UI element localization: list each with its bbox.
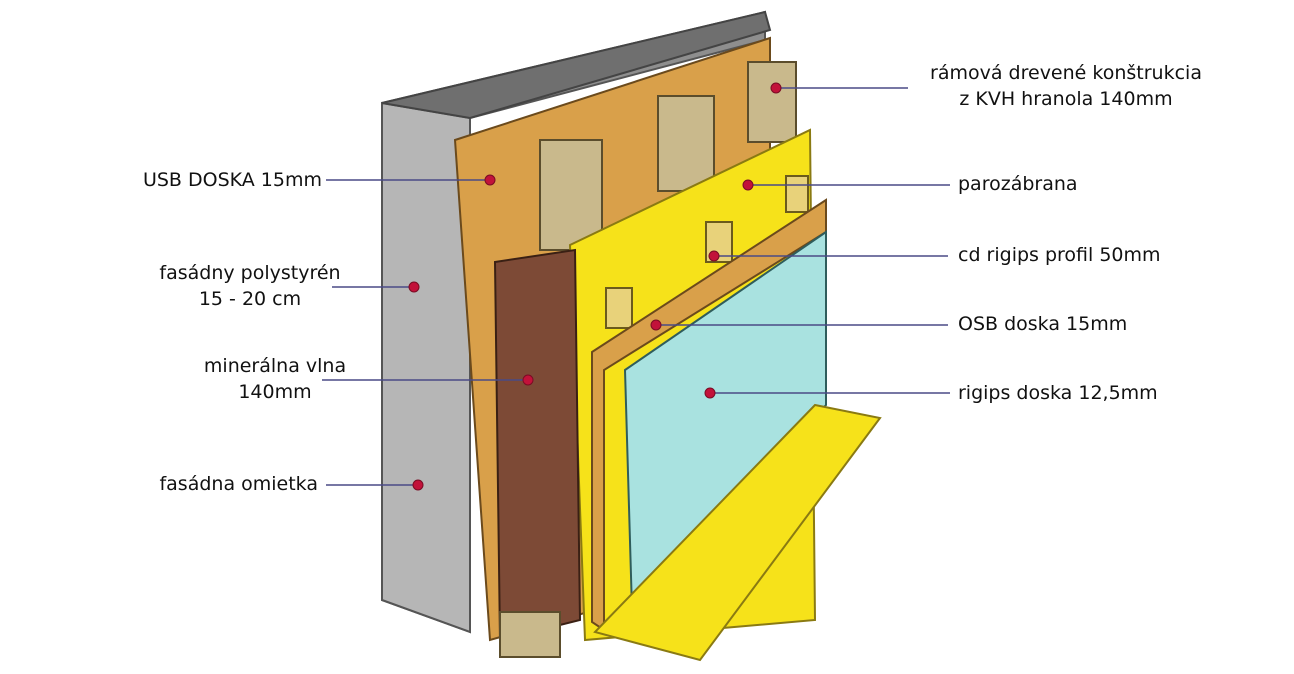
label-vapor: parozábrana bbox=[958, 171, 1078, 197]
timber-stud-2 bbox=[657, 95, 715, 192]
label-dots bbox=[408, 82, 782, 491]
timber-stud-1 bbox=[539, 139, 603, 251]
label-mineral: minerálna vlna 140mm bbox=[180, 353, 370, 405]
label-cd-profile: cd rigips profil 50mm bbox=[958, 242, 1161, 268]
mineral-wool-layer bbox=[493, 248, 582, 642]
label-mineral-line2: 140mm bbox=[238, 381, 312, 403]
label-usb: USB DOSKA 15mm bbox=[92, 167, 322, 193]
label-cd-profile-line1: cd rigips profil 50mm bbox=[958, 244, 1161, 266]
label-frame-line1: rámová drevené konštrukcia bbox=[930, 62, 1202, 84]
leader-lines bbox=[322, 87, 950, 486]
dot-frame bbox=[770, 82, 782, 94]
label-usb-line1: USB DOSKA 15mm bbox=[142, 169, 322, 191]
dot-rigips bbox=[704, 387, 716, 399]
label-plaster: fasádna omietka bbox=[92, 471, 318, 497]
label-osb: OSB doska 15mm bbox=[958, 311, 1127, 337]
polystyrene-layer bbox=[381, 101, 471, 634]
label-plaster-line1: fasádna omietka bbox=[159, 473, 318, 495]
cd-profile-2 bbox=[605, 287, 633, 329]
label-polystyrene-line2: 15 - 20 cm bbox=[198, 288, 302, 310]
polystyrene-top-edge bbox=[381, 10, 772, 120]
label-polystyrene-line1: fasádny polystyrén bbox=[159, 262, 341, 284]
dot-polystyrene bbox=[408, 281, 420, 293]
dot-usb bbox=[484, 174, 496, 186]
bottom-timber bbox=[499, 611, 561, 658]
label-frame: rámová drevené konštrukcia z KVH hranola… bbox=[906, 60, 1226, 112]
dot-plaster bbox=[412, 479, 424, 491]
label-rigips: rigips doska 12,5mm bbox=[958, 380, 1158, 406]
rigips-board-layer bbox=[623, 230, 827, 613]
label-mineral-line1: minerálna vlna bbox=[203, 355, 347, 377]
dot-cd-profile bbox=[708, 250, 720, 262]
floor-strip bbox=[593, 403, 882, 662]
label-rigips-line1: rigips doska 12,5mm bbox=[958, 382, 1158, 404]
cd-profile-3 bbox=[785, 175, 809, 213]
osb-board-layer bbox=[591, 198, 827, 632]
label-vapor-line1: parozábrana bbox=[958, 173, 1078, 195]
timber-stud-3 bbox=[747, 61, 797, 143]
dot-osb bbox=[650, 319, 662, 331]
label-osb-line1: OSB doska 15mm bbox=[958, 313, 1128, 335]
dot-vapor bbox=[742, 179, 754, 191]
label-polystyrene: fasádny polystyrén 15 - 20 cm bbox=[150, 260, 350, 312]
dot-mineral bbox=[522, 374, 534, 386]
label-frame-line2: z KVH hranola 140mm bbox=[959, 88, 1173, 110]
